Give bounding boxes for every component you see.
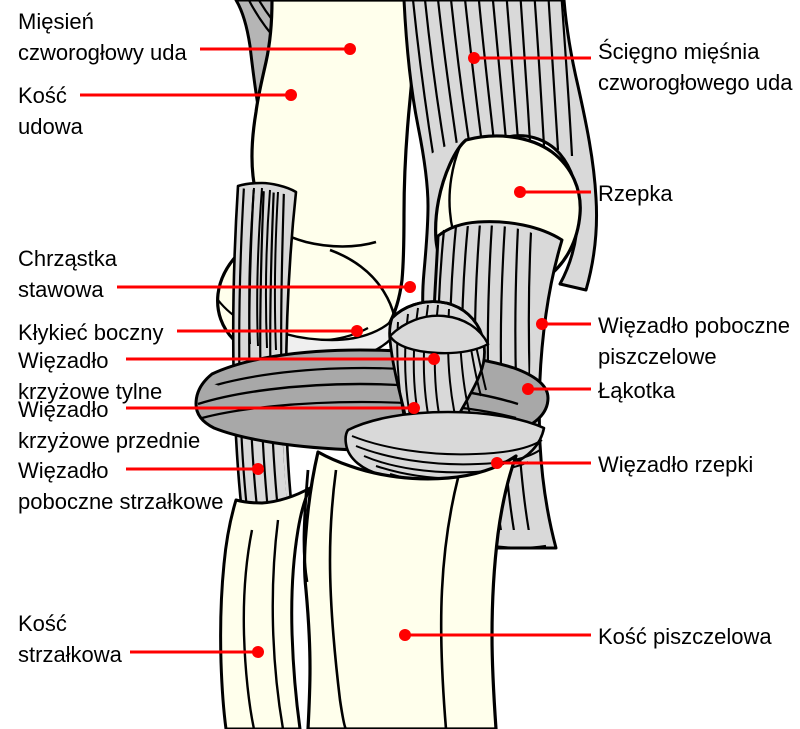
leader-dot-fibula (252, 646, 264, 658)
quadriceps-tendon-shape (402, 0, 598, 338)
leader-dot-patellar-ligament (491, 457, 503, 469)
leader-dot-articular-cartilage (404, 281, 416, 293)
label-fibula: Kość strzałkowa (18, 608, 122, 670)
label-line: udowa (18, 114, 83, 139)
leader-dot-quadriceps-muscle (344, 43, 356, 55)
label-tibial-collateral-ligament: Więzadło poboczne piszczelowe (598, 310, 790, 372)
label-posterior-cruciate-ligament: Więzadło krzyżowe tylne (18, 345, 162, 407)
label-anterior-cruciate-ligament: Więzadło krzyżowe przednie (18, 394, 200, 456)
leader-dot-anterior-cruciate-ligament (408, 402, 420, 414)
label-line: Mięsień (18, 9, 94, 34)
leader-dot-quadriceps-tendon (468, 52, 480, 64)
leader-dot-posterior-cruciate-ligament (428, 353, 440, 365)
leader-dot-tibial-collateral-ligament (536, 318, 548, 330)
fibula-bone-shape (219, 486, 312, 729)
label-quadriceps-tendon: Ścięgno mięśnia czworogłowego uda (598, 36, 792, 98)
label-meniscus: Łąkotka (598, 375, 675, 406)
label-line: Kłykieć boczny (18, 320, 164, 345)
leader-dot-fibular-collateral-ligament (252, 463, 264, 475)
label-line: Więzadło poboczne (598, 313, 791, 338)
label-line: strzałkowa (18, 642, 122, 667)
label-line: Ścięgno mięśnia (598, 39, 760, 64)
label-line: Kość (18, 611, 67, 636)
label-line: krzyżowe przednie (18, 428, 201, 453)
label-line: Więzadło (18, 348, 109, 373)
leader-dot-tibia (399, 629, 411, 641)
label-line: Więzadło (18, 397, 109, 422)
label-lateral-condyle: Kłykieć boczny (18, 317, 164, 348)
leader-dot-meniscus (522, 383, 534, 395)
label-femur: Kość udowa (18, 80, 83, 142)
leader-lines-group (80, 43, 591, 658)
label-patellar-ligament: Więzadło rzepki (598, 449, 753, 480)
label-line: Chrząstka (18, 246, 118, 271)
leader-dot-femur (285, 89, 297, 101)
label-line: Kość (18, 83, 67, 108)
tibial-head-contour (302, 469, 310, 583)
label-line: stawowa (18, 277, 104, 302)
label-line: piszczelowe (598, 344, 717, 369)
label-line: Więzadło (18, 458, 109, 483)
label-line: krzyżowe tylne (18, 379, 163, 404)
label-quadriceps-muscle: Mięsień czworogłowy uda (18, 6, 187, 68)
label-fibular-collateral-ligament: Więzadło poboczne strzałkowe (18, 455, 223, 517)
label-line: czworogłowego uda (598, 70, 793, 95)
label-line: Rzepka (598, 181, 673, 206)
tibia-bone-shape (302, 450, 518, 729)
label-line: poboczne strzałkowe (18, 489, 224, 514)
leader-dot-lateral-condyle (351, 325, 363, 337)
label-line: Więzadło rzepki (598, 452, 754, 477)
label-line: Kość piszczelowa (598, 624, 772, 649)
label-line: czworogłowy uda (18, 40, 187, 65)
label-patella: Rzepka (598, 178, 673, 209)
label-line: Łąkotka (598, 378, 676, 403)
label-tibia: Kość piszczelowa (598, 621, 772, 652)
label-articular-cartilage: Chrząstka stawowa (18, 243, 117, 305)
leader-dot-patella (514, 186, 526, 198)
cruciate-upper-fan-shape (388, 314, 490, 355)
